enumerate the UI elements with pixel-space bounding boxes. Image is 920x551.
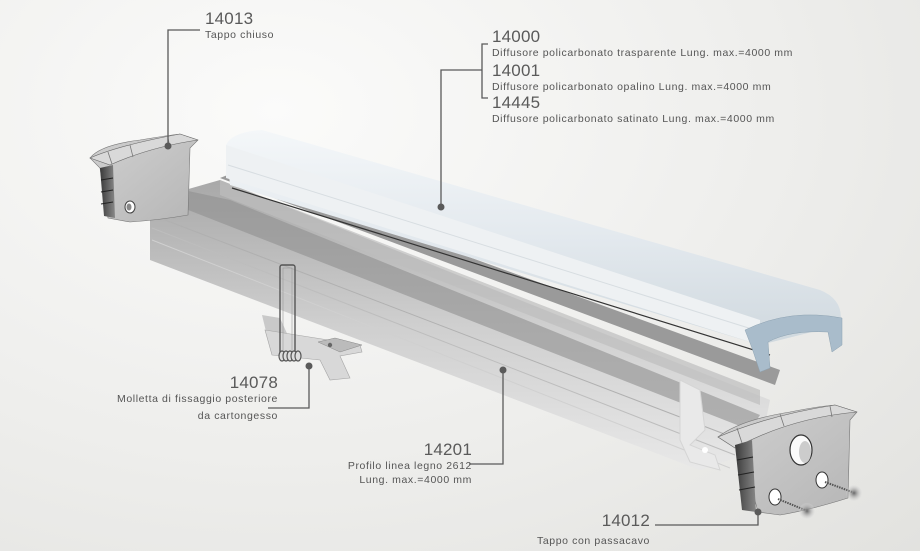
callout-14078: 14078 Molletta di fissaggio posteriore d… (117, 374, 278, 423)
callout-14445: 14445 Diffusore policarbonato satinato L… (492, 94, 775, 126)
leader-lines (167, 29, 759, 526)
part-description: Diffusore policarbonato trasparente Lung… (492, 47, 793, 59)
part-description: Tappo chiuso (205, 29, 275, 41)
end-cap-closed (89, 133, 199, 223)
callout-14013: 14013 Tappo chiuso (205, 10, 274, 42)
part-code: 14012 (601, 511, 650, 530)
part-code: 14445 (492, 93, 541, 112)
callout-14001: 14001 Diffusore policarbonato opalino Lu… (492, 62, 771, 94)
leader-dots (164, 142, 762, 516)
part-description-line1: Molletta di fissaggio posteriore (116, 393, 278, 405)
aluminium-profile (150, 172, 780, 471)
part-description: Diffusore policarbonato satinato Lung. m… (492, 113, 775, 125)
part-code: 14001 (492, 61, 541, 80)
part-description-line2: da cartongesso (197, 410, 278, 422)
end-cap-cable (717, 404, 862, 519)
part-description-line1: Profilo linea legno 2612 (347, 460, 472, 472)
callout-14201: 14201 Profilo linea legno 2612 Lung. max… (348, 441, 472, 487)
part-code: 14078 (229, 373, 278, 392)
mounting-clip (262, 264, 363, 381)
polycarbonate-diffuser (226, 130, 843, 373)
part-code: 14201 (423, 440, 472, 459)
part-description-line2: Lung. max.=4000 mm (359, 474, 472, 486)
part-code: 14013 (205, 9, 254, 28)
callout-14000: 14000 Diffusore policarbonato trasparent… (492, 28, 793, 60)
part-description: Diffusore policarbonato opalino Lung. ma… (492, 81, 772, 93)
part-description: Tappo con passacavo (537, 535, 650, 547)
callout-14012: 14012 Tappo con passacavo (537, 512, 650, 548)
part-code: 14000 (492, 27, 541, 46)
